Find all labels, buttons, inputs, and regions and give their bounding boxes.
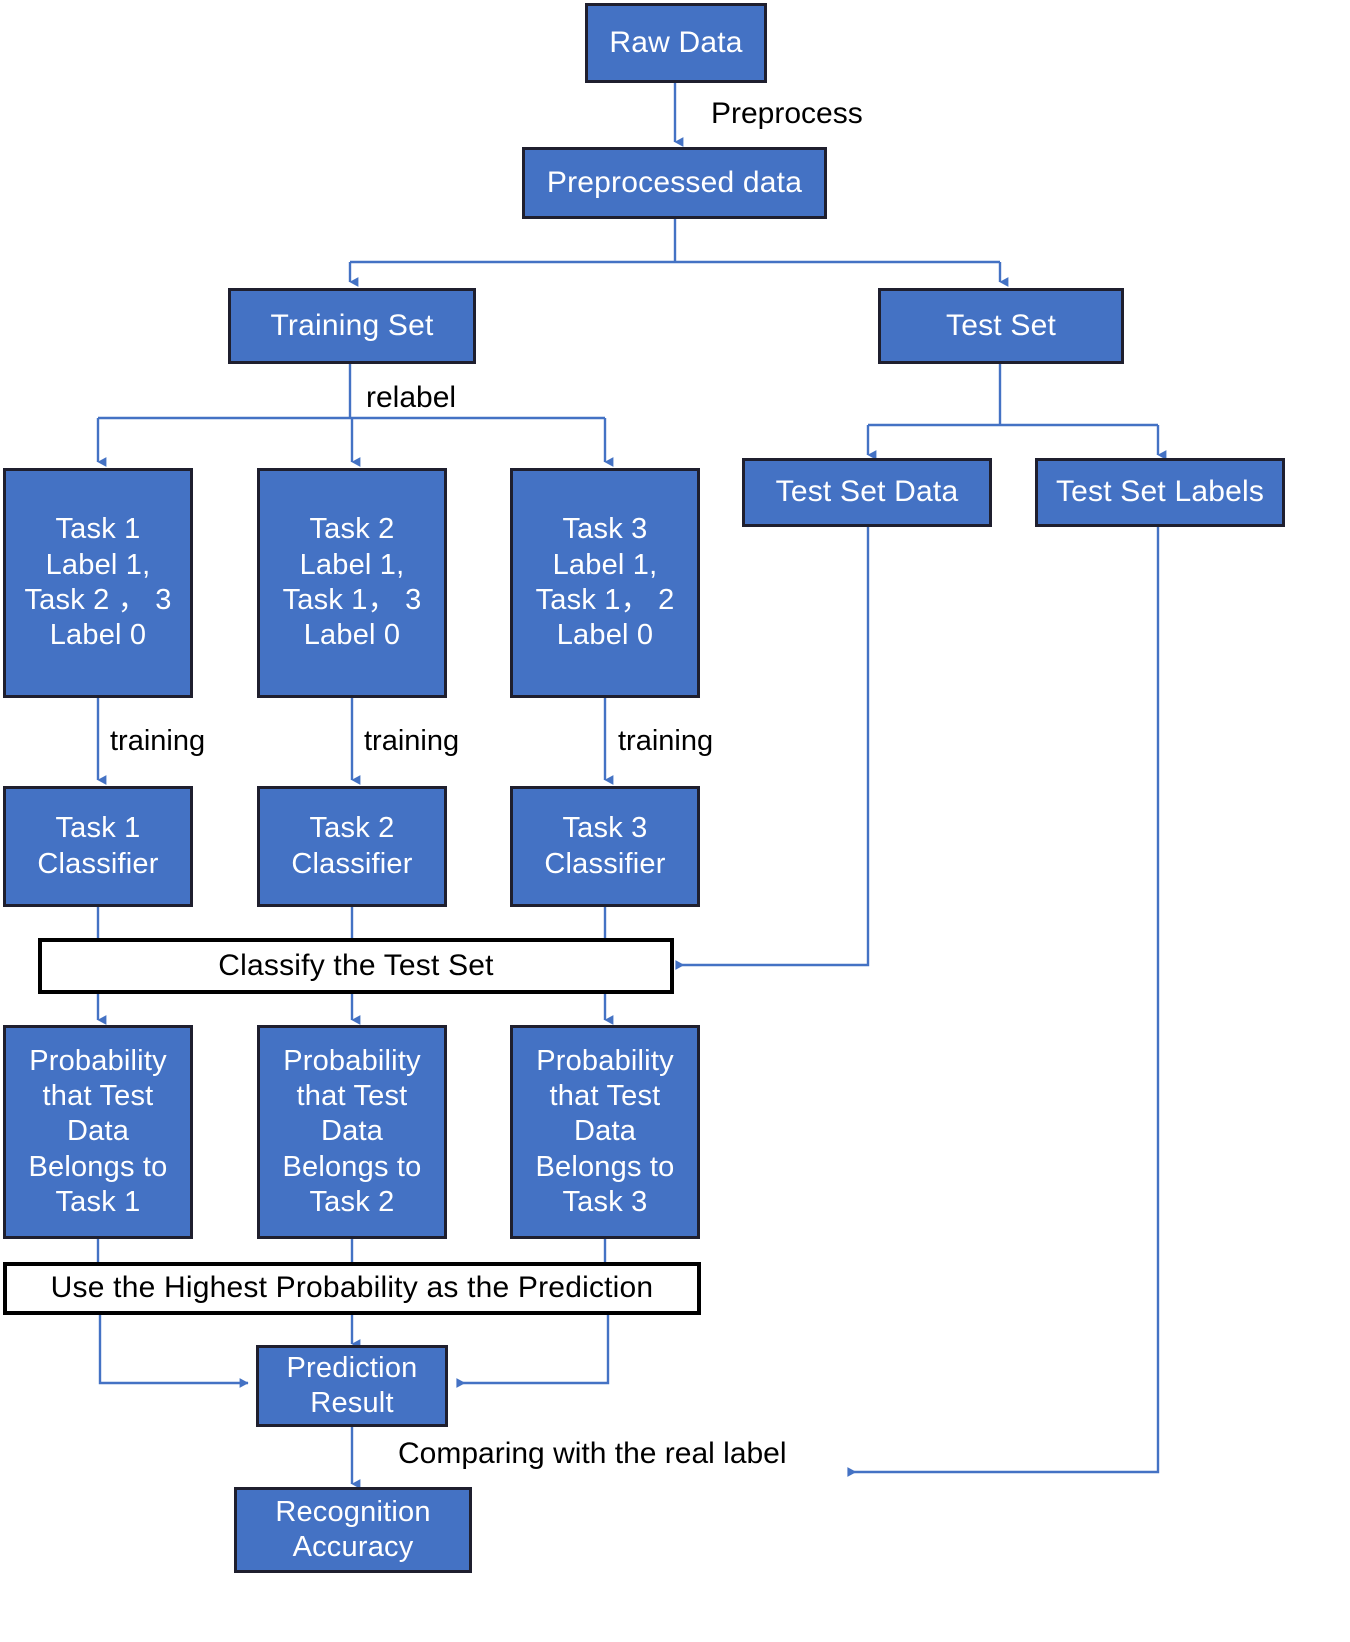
node-highest-probability-label: Use the Highest Probability as the Predi… xyxy=(50,1271,654,1305)
node-test-set-labels[interactable]: Test Set Labels xyxy=(1035,458,1285,527)
node-training-set[interactable]: Training Set xyxy=(228,288,476,364)
node-test-set-label: Test Set xyxy=(946,308,1056,342)
node-prediction-result-label: Prediction Result xyxy=(286,1351,418,1419)
node-task3-relabel[interactable]: Task 3 Label 1, Task 1， 2 Label 0 xyxy=(510,468,700,698)
node-task1-classifier[interactable]: Task 1 Classifier xyxy=(3,786,193,907)
node-preprocessed-data[interactable]: Preprocessed data xyxy=(522,147,827,219)
edge-label-training-2: training xyxy=(364,725,459,758)
edge-label-training-2-text: training xyxy=(364,725,460,757)
node-test-set-data[interactable]: Test Set Data xyxy=(742,458,992,527)
node-task3-classifier[interactable]: Task 3 Classifier xyxy=(510,786,700,907)
node-task2-classifier-label: Task 2 Classifier xyxy=(291,812,413,880)
node-recognition-accuracy[interactable]: Recognition Accuracy xyxy=(234,1487,472,1573)
edge-label-training-3-text: training xyxy=(618,725,714,757)
node-recognition-accuracy-label: Recognition Accuracy xyxy=(275,1495,431,1563)
node-classify-test-set-label: Classify the Test Set xyxy=(218,948,494,982)
node-raw-data-label: Raw Data xyxy=(609,25,743,59)
node-task3-relabel-label: Task 3 Label 1, Task 1， 2 Label 0 xyxy=(535,513,675,652)
node-probability-task1-label: Probability that Test Data Belongs to Ta… xyxy=(28,1044,168,1219)
edge-label-relabel: relabel xyxy=(366,381,456,415)
node-prediction-result[interactable]: Prediction Result xyxy=(256,1345,448,1427)
edge-label-training-3: training xyxy=(618,725,713,758)
edge-label-comparing: Comparing with the real label xyxy=(398,1437,787,1471)
node-raw-data[interactable]: Raw Data xyxy=(585,3,767,83)
edge-label-training-1: training xyxy=(110,725,205,758)
edge-label-training-1-text: training xyxy=(110,725,206,757)
node-test-set[interactable]: Test Set xyxy=(878,288,1124,364)
node-test-set-data-label: Test Set Data xyxy=(775,475,959,509)
node-probability-task3-label: Probability that Test Data Belongs to Ta… xyxy=(535,1044,675,1219)
edge-testlabels-to-comparing xyxy=(847,527,1160,1477)
node-task1-relabel[interactable]: Task 1 Label 1, Task 2 ， 3 Label 0 xyxy=(3,468,193,698)
node-task3-classifier-label: Task 3 Classifier xyxy=(544,812,666,880)
node-task2-relabel[interactable]: Task 2 Label 1, Task 1， 3 Label 0 xyxy=(257,468,447,698)
node-probability-task2[interactable]: Probability that Test Data Belongs to Ta… xyxy=(257,1025,447,1239)
node-probability-task1[interactable]: Probability that Test Data Belongs to Ta… xyxy=(3,1025,193,1239)
node-training-set-label: Training Set xyxy=(270,308,434,342)
node-task2-relabel-label: Task 2 Label 1, Task 1， 3 Label 0 xyxy=(282,513,422,652)
node-highest-probability[interactable]: Use the Highest Probability as the Predi… xyxy=(3,1262,701,1315)
node-classify-test-set[interactable]: Classify the Test Set xyxy=(38,938,674,994)
edge-label-preprocess: Preprocess xyxy=(711,97,863,131)
node-probability-task2-label: Probability that Test Data Belongs to Ta… xyxy=(282,1044,422,1219)
node-preprocessed-data-label: Preprocessed data xyxy=(546,165,803,199)
edge-left-to-prediction xyxy=(98,1314,249,1388)
node-task1-classifier-label: Task 1 Classifier xyxy=(37,812,159,880)
node-task2-classifier[interactable]: Task 2 Classifier xyxy=(257,786,447,907)
edge-label-preprocess-text: Preprocess xyxy=(711,97,863,130)
edge-right-to-prediction xyxy=(456,1314,610,1388)
node-test-set-labels-label: Test Set Labels xyxy=(1055,475,1265,509)
node-task1-relabel-label: Task 1 Label 1, Task 2 ， 3 Label 0 xyxy=(24,513,172,652)
edge-label-comparing-text: Comparing with the real label xyxy=(398,1437,787,1470)
edge-label-relabel-text: relabel xyxy=(366,381,457,414)
node-probability-task3[interactable]: Probability that Test Data Belongs to Ta… xyxy=(510,1025,700,1239)
